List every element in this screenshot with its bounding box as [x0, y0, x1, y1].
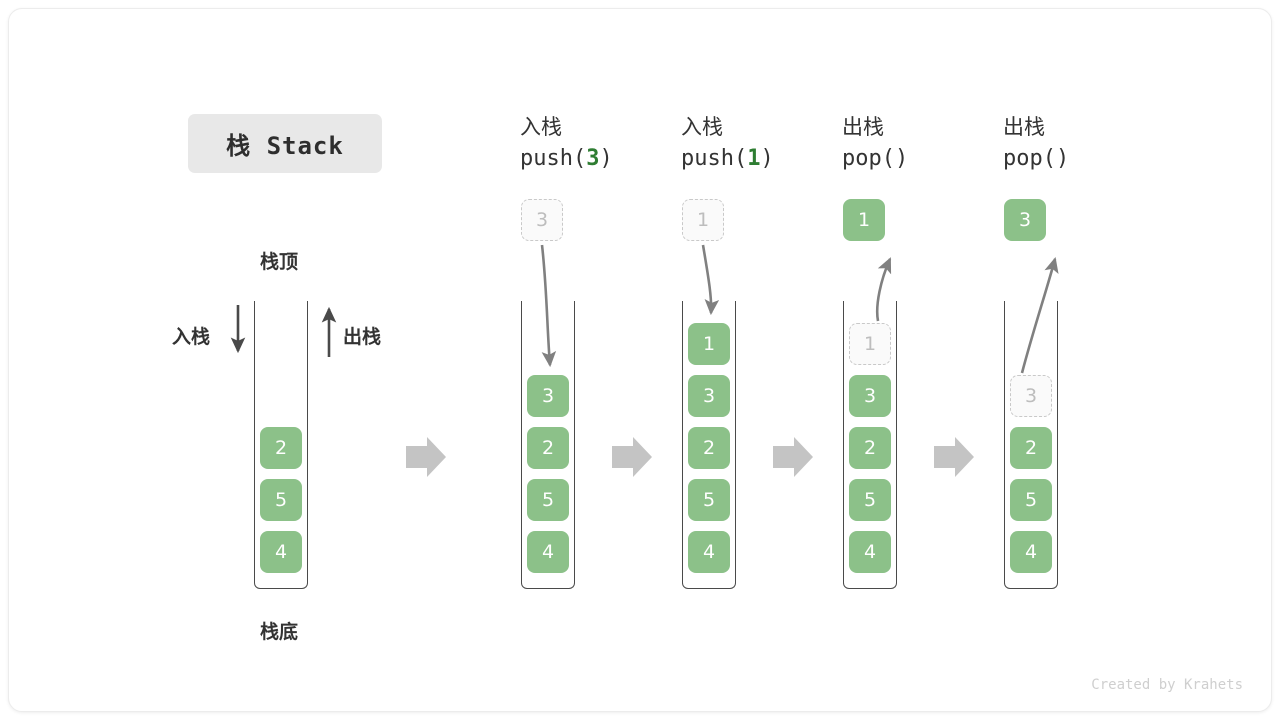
stack-cell: 2 [849, 427, 891, 469]
header-cn-pop-3: 出栈 [1003, 115, 1045, 139]
floating-element-pop-1: 1 [843, 199, 885, 241]
header-cn-push-1: 入栈 [681, 115, 723, 139]
header-code-push-1: push(1) [681, 146, 774, 172]
code-prefix: pop( [842, 146, 895, 171]
stack-cell: 5 [527, 479, 569, 521]
floating-element-pop-3: 3 [1004, 199, 1046, 241]
column-header-pop-3: 出栈 pop() [1003, 114, 1069, 172]
floating-element-push-1: 1 [682, 199, 724, 241]
transition-arrow [406, 437, 446, 477]
stack-cell: 5 [260, 479, 302, 521]
code-arg: 1 [747, 146, 761, 171]
column-header-pop-1: 出栈 pop() [842, 114, 908, 172]
column-header-push-3: 入栈 push(3) [520, 114, 613, 172]
stack-cell: 5 [1010, 479, 1052, 521]
stack-container-pop-1 [843, 301, 897, 589]
stack-cell: 4 [527, 531, 569, 573]
label-pop-side: 出栈 [343, 326, 382, 348]
code-prefix: push( [681, 146, 748, 171]
header-cn-push-3: 入栈 [520, 115, 562, 139]
label-stack-top: 栈顶 [260, 251, 299, 273]
code-prefix: push( [520, 146, 587, 171]
stack-cell: 5 [688, 479, 730, 521]
stack-cell: 2 [260, 427, 302, 469]
transition-arrow [612, 437, 652, 477]
code-suffix: ) [760, 146, 774, 171]
floating-element-push-3: 3 [521, 199, 563, 241]
header-cn-pop-1: 出栈 [842, 115, 884, 139]
stack-container-push-1 [682, 301, 736, 589]
stack-cell: 4 [260, 531, 302, 573]
header-code-pop-3: pop() [1003, 146, 1069, 172]
stack-cell: 3 [1010, 375, 1052, 417]
transition-arrow [773, 437, 813, 477]
stack-cell: 2 [1010, 427, 1052, 469]
stack-cell: 1 [688, 323, 730, 365]
code-arg: 3 [586, 146, 600, 171]
stack-cell: 1 [849, 323, 891, 365]
diagram-stage: 栈 Stack 入栈 push(3) 入栈 push(1) 出栈 pop() 出… [9, 9, 1273, 713]
stack-cell: 2 [527, 427, 569, 469]
transition-arrow [934, 437, 974, 477]
column-header-push-1: 入栈 push(1) [681, 114, 774, 172]
header-code-pop-1: pop() [842, 146, 908, 172]
stack-cell: 3 [688, 375, 730, 417]
stack-container-push-3 [521, 301, 575, 589]
diagram-card: 栈 Stack 入栈 push(3) 入栈 push(1) 出栈 pop() 出… [8, 8, 1272, 712]
stack-cell: 2 [688, 427, 730, 469]
stack-container-initial [254, 301, 308, 589]
label-stack-bottom: 栈底 [260, 621, 299, 643]
code-prefix: pop( [1003, 146, 1056, 171]
stack-cell: 5 [849, 479, 891, 521]
stack-cell: 3 [527, 375, 569, 417]
stack-cell: 3 [849, 375, 891, 417]
stack-cell: 4 [688, 531, 730, 573]
code-suffix: ) [599, 146, 613, 171]
title-badge: 栈 Stack [188, 114, 382, 173]
code-suffix: ) [1055, 146, 1070, 171]
stack-container-pop-3 [1004, 301, 1058, 589]
label-push-side: 入栈 [172, 326, 211, 348]
header-code-push-3: push(3) [520, 146, 613, 172]
stack-cell: 4 [1010, 531, 1052, 573]
code-suffix: ) [894, 146, 909, 171]
stack-cell: 4 [849, 531, 891, 573]
credit-text: Created by Krahets [1091, 677, 1243, 693]
